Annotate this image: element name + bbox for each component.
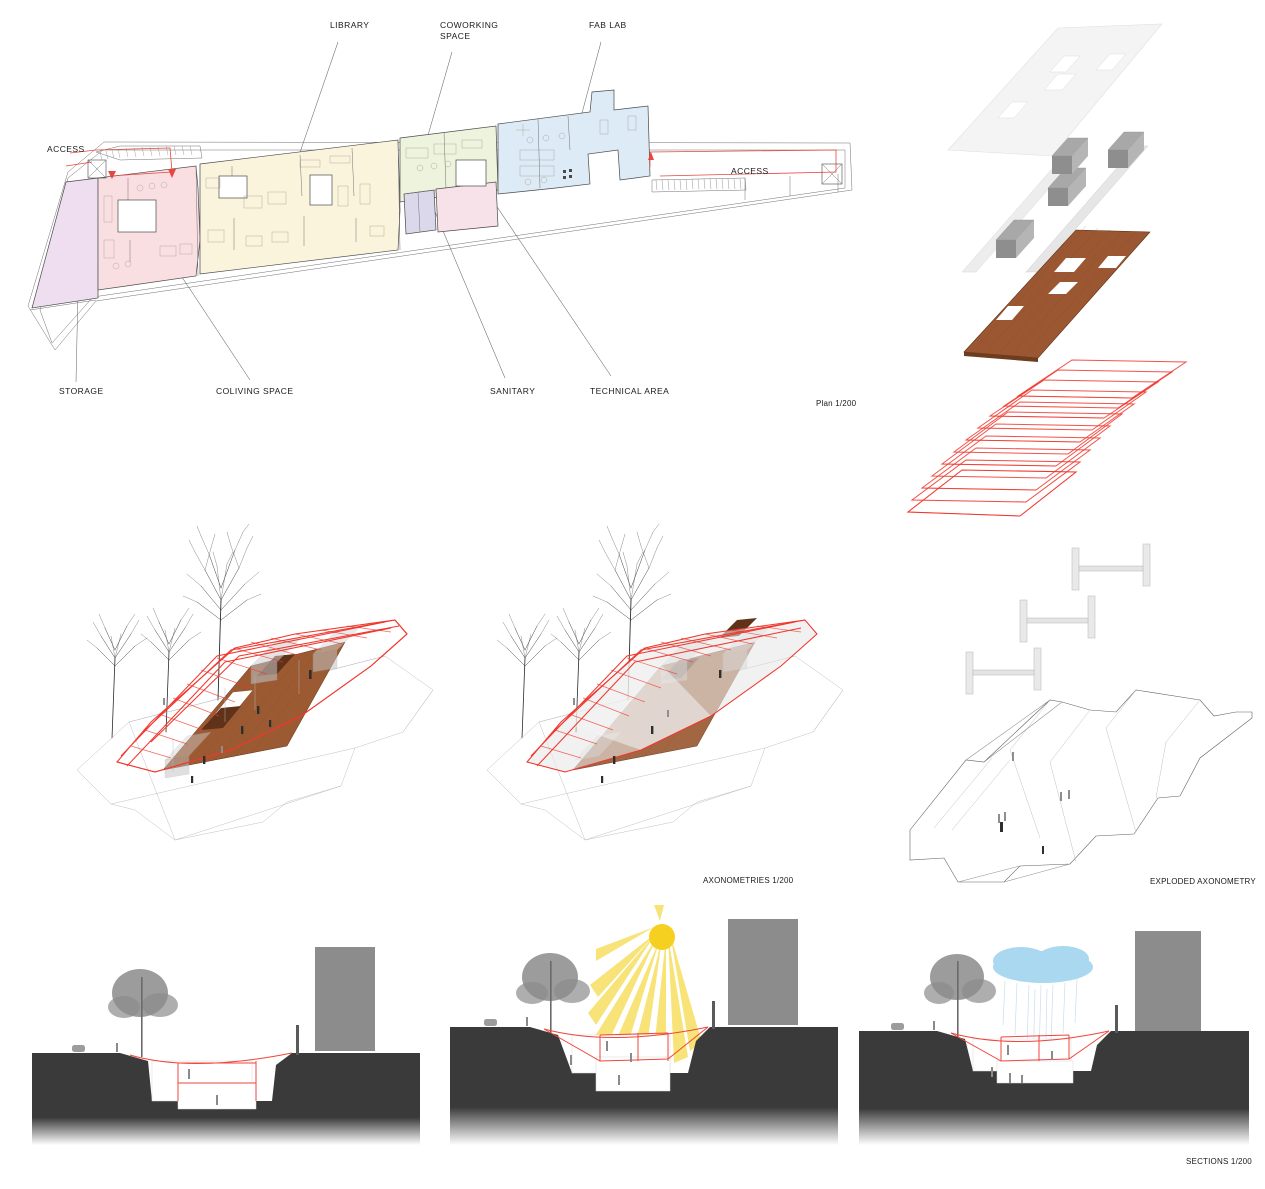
- plan-furniture: [103, 115, 637, 270]
- plan-label-library: LIBRARY: [330, 20, 370, 30]
- section-mast: [296, 1025, 299, 1055]
- section-figures: [116, 1043, 218, 1105]
- structural-frame: [1071, 543, 1151, 591]
- section-building-mass: [728, 919, 798, 1025]
- axonometry-structure: [55, 470, 455, 841]
- plan-access-left: [65, 145, 203, 179]
- exploded-layer-structural-frames: [965, 543, 1151, 695]
- section-car: [484, 1019, 497, 1026]
- plan-label-sanitary: SANITARY: [490, 386, 536, 396]
- plan-panel: LIBRARY COWORKING SPACE FAB LAB STORAGE …: [0, 0, 900, 420]
- plan-equipment-symbol: [563, 169, 572, 179]
- axonometry-figures: [601, 670, 722, 783]
- section-ground: [450, 1027, 838, 1145]
- exploded-layer-wall-strips: [961, 131, 1149, 273]
- section-building-mass: [315, 947, 375, 1051]
- cloud-rain-icon: [993, 946, 1093, 1082]
- plan-openings: [117, 159, 487, 233]
- plan-label-access-right: ACCESS: [731, 166, 769, 176]
- plan-label-coliving-space: COLIVING SPACE: [216, 386, 294, 396]
- axonometry-membrane: AXONOMETRIES 1/200: [465, 470, 865, 885]
- section-mast: [712, 1001, 715, 1029]
- structural-frame: [1019, 595, 1096, 643]
- plan-caption: Plan 1/200: [816, 399, 857, 408]
- exploded-axonometry-panel: EXPLODED AXONOMETRY: [900, 10, 1265, 890]
- section-figures: [526, 1017, 632, 1085]
- section-ground: [859, 1031, 1249, 1145]
- section-figures: [933, 1021, 1053, 1083]
- axonometry-terrain: [76, 655, 434, 841]
- plan-label-coworking-space: COWORKING SPACE: [440, 20, 499, 42]
- axonometry-tensile-net: [526, 619, 818, 773]
- plan-access-right: [648, 149, 843, 200]
- plan-label-access-left: ACCESS: [47, 144, 85, 154]
- plan-room-storage: [31, 177, 99, 309]
- plan-room-technical-area: [435, 181, 499, 233]
- axonometry-figures: [191, 670, 312, 783]
- exploded-layer-roof-plane: [947, 23, 1163, 157]
- section-ground: [32, 1053, 420, 1145]
- tree: [140, 607, 202, 733]
- section-car: [891, 1023, 904, 1030]
- plan-label-technical-area: TECHNICAL AREA: [590, 386, 670, 396]
- section-red-roof: [950, 1030, 1110, 1062]
- plan-label-fab-lab: FAB LAB: [589, 20, 627, 30]
- section-solar: [440, 905, 840, 1155]
- plan-interior-walls: [97, 115, 571, 298]
- section-red-roof: [129, 1052, 293, 1101]
- section-building-mass: [1135, 931, 1201, 1031]
- exploded-axonometry-caption: EXPLODED AXONOMETRY: [1150, 877, 1256, 886]
- structural-frame: [965, 647, 1042, 695]
- section-car: [72, 1045, 85, 1052]
- exploded-cubes: [995, 131, 1145, 258]
- tree: [182, 523, 262, 701]
- section-context: [20, 905, 420, 1155]
- section-tree: [516, 953, 590, 1004]
- plan-label-storage: STORAGE: [59, 386, 104, 396]
- section-rain: [845, 905, 1255, 1155]
- axonometry-tensile-net: [116, 619, 408, 773]
- exploded-layer-wooden-floor-deck: [963, 225, 1151, 362]
- plan-site-outline: [27, 141, 853, 351]
- sections-caption: SECTIONS 1/200: [1186, 1157, 1252, 1166]
- axonometries-caption: AXONOMETRIES 1/200: [703, 876, 794, 885]
- tree: [496, 613, 558, 739]
- section-red-roof: [543, 1026, 709, 1062]
- section-mast: [1115, 1005, 1118, 1033]
- section-tree: [108, 969, 178, 1018]
- plan-room-fab-lab: [497, 89, 651, 195]
- exploded-layer-terrain-base: [909, 689, 1253, 883]
- tree: [86, 613, 148, 739]
- exploded-layer-tensile-net: [906, 359, 1188, 517]
